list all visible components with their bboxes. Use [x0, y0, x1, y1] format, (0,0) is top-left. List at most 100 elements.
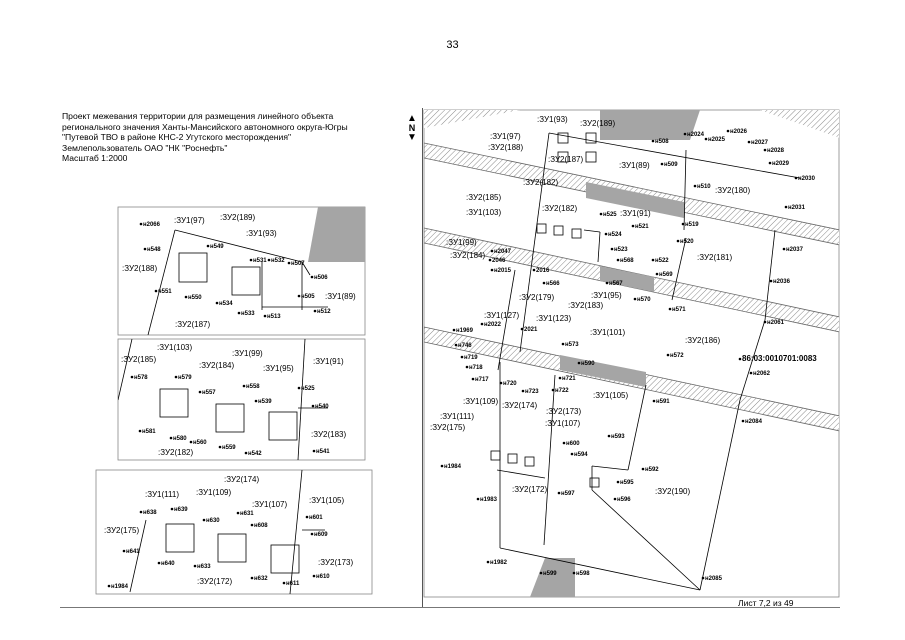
title-line: "Путевой ТВО в районе КНС-2 Угутского ме…	[62, 132, 292, 143]
survey-point-dot	[130, 375, 134, 379]
point-label: н595	[620, 480, 634, 486]
parcel-square	[217, 533, 247, 563]
parcel-label: :ЗУ1(127)	[484, 311, 520, 320]
survey-point-dot	[242, 384, 246, 388]
survey-point-dot	[782, 247, 786, 251]
parcel-label: :ЗУ2(185)	[121, 355, 157, 364]
point-label: н557	[202, 390, 216, 396]
point-label: н720	[503, 381, 517, 387]
parcel-label: :ЗУ2(180)	[715, 186, 751, 195]
parcel-label: :ЗУ2(188)	[488, 143, 524, 152]
survey-point-dot	[747, 140, 751, 144]
parcel-label: :ЗУ2(184)	[199, 361, 235, 370]
survey-point-dot	[676, 239, 680, 243]
north-arrow: ▲ N ▼	[405, 113, 419, 143]
survey-point-dot	[794, 176, 798, 180]
point-label: н534	[219, 301, 233, 307]
parcel-label: :ЗУ2(173)	[546, 407, 582, 416]
survey-point-dot	[139, 222, 143, 226]
survey-point-dot	[305, 515, 309, 519]
parcel-label: :ЗУ2(186)	[685, 336, 721, 345]
survey-point-dot	[480, 322, 484, 326]
parcel-label: :ЗУ2(173)	[318, 558, 354, 567]
survey-point-dot	[312, 574, 316, 578]
point-label: н558	[246, 384, 260, 390]
inset-2-geometry	[118, 339, 328, 460]
survey-point-dot	[577, 361, 581, 365]
point-label: н522	[655, 258, 669, 264]
point-label: н609	[314, 532, 328, 538]
survey-point-dot	[250, 576, 254, 580]
parcel-square	[507, 453, 518, 464]
shaded-strip	[530, 558, 575, 597]
survey-point-dot	[616, 258, 620, 262]
survey-point-dot	[267, 258, 271, 262]
point-label: н560	[193, 440, 207, 446]
parcel-label: :ЗУ2(184)	[450, 251, 486, 260]
point-label: н630	[206, 518, 220, 524]
survey-point-dot	[310, 275, 314, 279]
point-label: н540	[315, 404, 329, 410]
point-label: н592	[645, 467, 659, 473]
point-label: н1969	[456, 328, 474, 334]
survey-point-dot	[610, 247, 614, 251]
shaded-strip	[308, 207, 365, 262]
survey-point-dot	[490, 249, 494, 253]
parcel-label: :ЗУ2(172)	[197, 577, 233, 586]
parcel-square	[490, 450, 501, 461]
parcel-label: :ЗУ1(97)	[490, 132, 521, 141]
survey-point-dot	[668, 307, 672, 311]
point-label: н510	[697, 184, 711, 190]
parcel-label: :ЗУ2(183)	[311, 430, 347, 439]
survey-point-dot	[465, 365, 469, 369]
parcel-square	[524, 456, 535, 467]
survey-point-dot	[521, 389, 525, 393]
point-label: н2027	[751, 140, 769, 146]
survey-point-dot	[263, 314, 267, 318]
point-label: н2037	[786, 247, 804, 253]
parcel-label: :ЗУ2(175)	[430, 423, 466, 432]
parcel-label: :ЗУ2(189)	[580, 119, 616, 128]
survey-point-dot	[763, 320, 767, 324]
point-label: н2029	[772, 161, 790, 167]
survey-point-dot	[312, 449, 316, 453]
point-label: н531	[253, 258, 267, 264]
point-label: н513	[267, 314, 281, 320]
survey-point-dot	[310, 532, 314, 536]
point-label: н1982	[490, 560, 508, 566]
survey-point-dot	[599, 212, 603, 216]
point-label: н566	[546, 281, 560, 287]
parcel-label: :ЗУ2(187)	[548, 155, 584, 164]
parcel-square	[270, 544, 300, 574]
survey-point-dot	[202, 518, 206, 522]
survey-point-dot	[488, 258, 492, 262]
survey-point-dot	[768, 161, 772, 165]
survey-point-dot	[605, 281, 609, 285]
parcel-label: :ЗУ1(101)	[590, 328, 626, 337]
parcel-square	[536, 223, 547, 234]
point-label: н722	[555, 388, 569, 394]
point-label: н548	[147, 247, 161, 253]
point-label: н598	[576, 571, 590, 577]
parcel-label: :ЗУ1(91)	[620, 209, 651, 218]
point-label: н631	[240, 511, 254, 517]
survey-point-dot	[604, 232, 608, 236]
survey-point-dot	[139, 510, 143, 514]
parcel-label: :ЗУ2(174)	[224, 475, 260, 484]
point-label: н632	[254, 576, 268, 582]
point-label: н639	[174, 507, 188, 513]
title-line: Проект межевания территории для размещен…	[62, 111, 334, 121]
survey-point-dot	[143, 247, 147, 251]
survey-point-dot	[784, 205, 788, 209]
inset-3-geometry	[129, 470, 325, 594]
parcel-square	[165, 523, 195, 553]
north-arrow-icon: ▲	[407, 113, 417, 124]
survey-point-dot	[169, 436, 173, 440]
shaded-strip	[600, 110, 700, 140]
title-block: Проект межевания территории для размещен…	[62, 111, 348, 164]
parcel-label: :ЗУ1(105)	[593, 391, 629, 400]
point-label: 86:03:0010701:0083	[742, 354, 817, 363]
point-label: н520	[680, 239, 694, 245]
point-label: н559	[222, 445, 236, 451]
